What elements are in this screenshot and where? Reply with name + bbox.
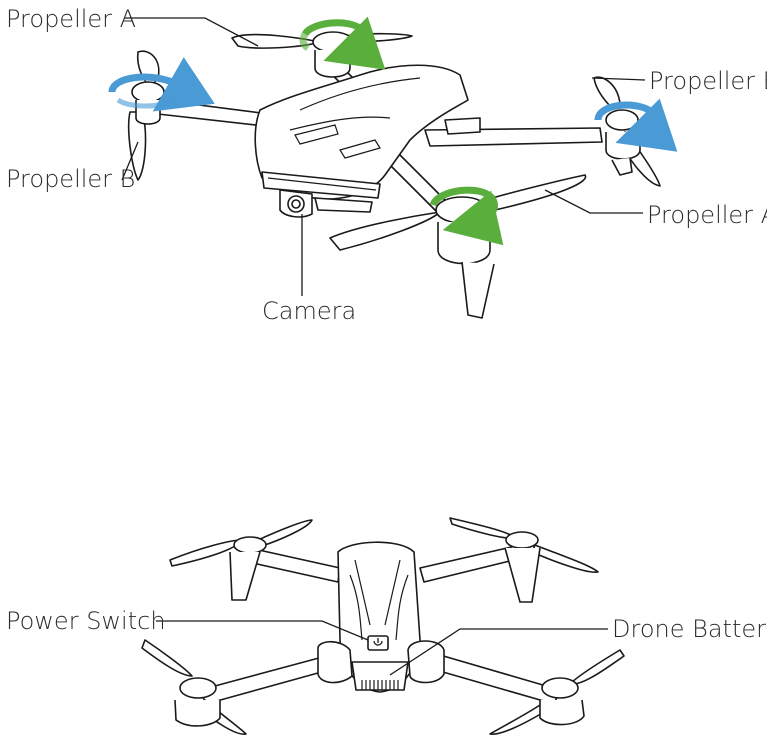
- label-power-switch: Power Switch: [6, 607, 166, 635]
- power-icon: [373, 638, 383, 646]
- label-propeller-a-bottom: Propeller A: [647, 201, 767, 229]
- counterclockwise-rotation-arrow-icon: [429, 186, 504, 246]
- rotation-arrows: [108, 16, 678, 246]
- battery-grip: [361, 680, 399, 690]
- label-drone-battery: Drone Battery: [612, 615, 767, 643]
- label-propeller-b-right: Propeller B: [649, 67, 767, 95]
- leader-lines-bottom: [156, 620, 608, 676]
- counterclockwise-rotation-arrow-icon: [301, 16, 386, 70]
- drone-battery: [351, 661, 409, 691]
- label-camera: Camera: [262, 297, 356, 325]
- label-propeller-b-left: Propeller B: [6, 165, 135, 193]
- label-propeller-a-top: Propeller A: [6, 5, 136, 33]
- propeller-b-left: [127, 50, 165, 181]
- drone-top-view: [127, 31, 661, 319]
- clockwise-rotation-arrow-icon: [594, 98, 678, 152]
- drone-bottom-view: [141, 517, 625, 735]
- leader-lines-top: [121, 17, 646, 296]
- clockwise-rotation-arrow-icon: [108, 57, 215, 112]
